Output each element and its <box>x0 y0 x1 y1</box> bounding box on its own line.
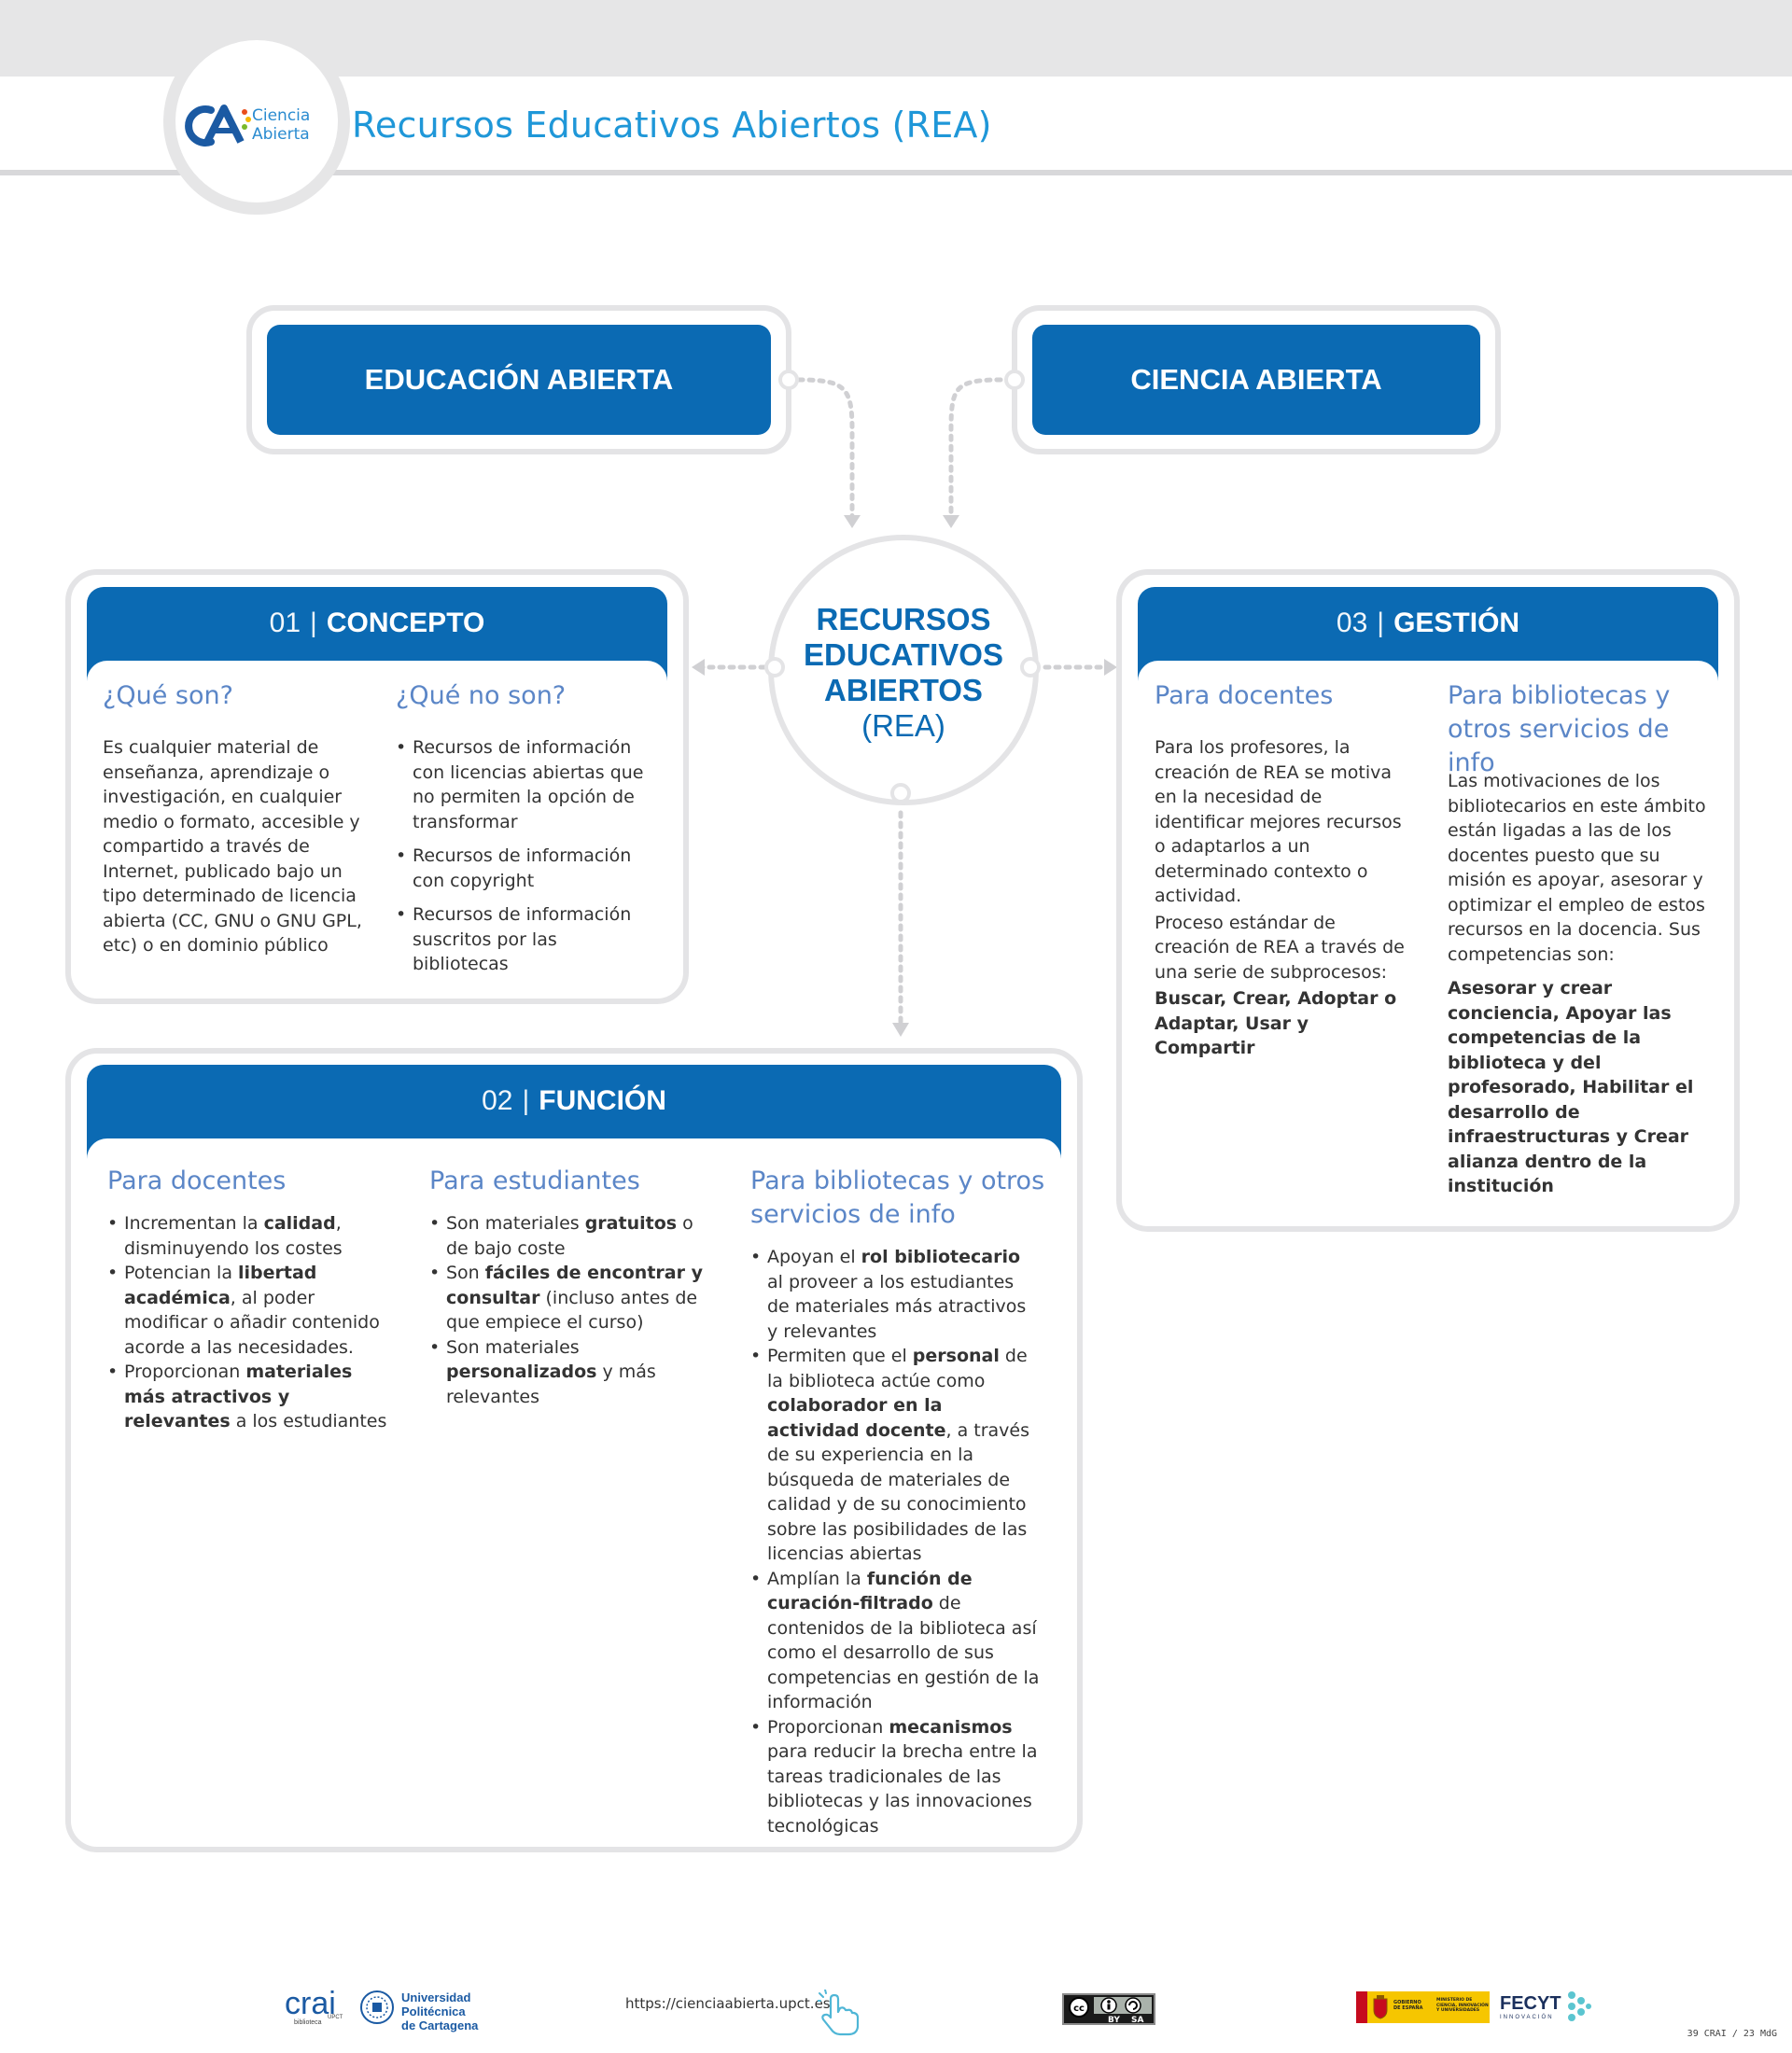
gestion-docentes-p2: Proceso estándar de creación de REA a tr… <box>1155 912 1405 983</box>
upct-name: Universidad Politécnica de Cartagena <box>401 1990 569 2032</box>
list-item: Incrementan la calidad, disminuyendo los… <box>107 1211 387 1261</box>
logo-word-1: Ciencia <box>252 106 311 125</box>
upct-line: de Cartagena <box>401 2018 479 2032</box>
crai-logo: crai biblioteca <box>285 1988 336 2026</box>
ministry-text: MINISTERIO DE CIENCIA, INNOVACIÓN Y UNIV… <box>1436 1998 1489 2013</box>
list-item: Proporcionan mecanismos para reducir la … <box>750 1715 1040 1839</box>
connector-node <box>764 657 785 677</box>
list-item: Recursos de información suscritos por la… <box>396 902 653 977</box>
que-no-son-list: Recursos de información con licencias ab… <box>396 735 653 977</box>
funcion-estudiantes-list: Son materiales gratuitos o de bajo coste… <box>429 1211 709 1409</box>
list-item: Permiten que el personal de la bibliotec… <box>750 1344 1040 1567</box>
logo-word-2: Abierta <box>252 125 310 144</box>
list-item: Amplían la función de curación-filtrado … <box>750 1567 1040 1715</box>
que-no-son-title: ¿Qué no son? <box>396 681 567 710</box>
list-item: Apoyan el rol bibliotecario al proveer a… <box>750 1245 1040 1344</box>
spain-coat-of-arms-icon <box>1373 1995 1388 2019</box>
logo-wordmark: Ciencia Abierta <box>252 106 310 144</box>
funcion-title: FUNCIÓN <box>539 1085 666 1116</box>
upct-seal-icon <box>360 1990 394 2024</box>
gov-text: GOBIERNO DE ESPAÑA <box>1393 2000 1423 2011</box>
gestion-bibliotecas-p2: Asesorar y crear conciencia, Apoyar las … <box>1448 978 1694 1196</box>
fecyt-dots-icon <box>1568 1991 1591 2021</box>
list-item: Son materiales gratuitos o de bajo coste <box>429 1211 709 1261</box>
cc-label-by: BY <box>1108 2016 1120 2025</box>
website-link[interactable]: https://cienciaabierta.upct.es <box>625 1995 831 2012</box>
fecyt-name: FECYT <box>1500 1993 1561 2014</box>
funcion-header-fold <box>87 1138 1061 1176</box>
rea-center-line: ABIERTOS <box>824 673 983 707</box>
connector-node <box>778 370 799 390</box>
gestion-docentes-text: Para los profesores, la creación de REA … <box>1155 735 1414 1061</box>
gestion-bibliotecas-title: Para bibliotecas y otros servicios de in… <box>1448 681 1671 777</box>
funcion-estudiantes-title: Para estudiantes <box>429 1166 640 1195</box>
gestion-separator: | <box>1377 608 1385 638</box>
page-title: Recursos Educativos Abiertos (REA) <box>352 105 992 146</box>
crai-logo-sub: biblioteca <box>294 2019 322 2026</box>
gestion-docentes-p1: Para los profesores, la creación de REA … <box>1155 737 1402 906</box>
rea-center-line: EDUCATIVOS <box>804 637 1003 672</box>
upct-line: Universidad <box>401 1990 471 2004</box>
funcion-bibliotecas-title: Para bibliotecas y otros servicios de in… <box>750 1166 1045 1229</box>
funcion-bibliotecas-list: Apoyan el rol bibliotecario al proveer a… <box>750 1245 1040 1838</box>
logo-disc <box>175 40 338 203</box>
fecyt-sub: INNOVACIÓN <box>1500 2015 1554 2020</box>
cc-by-sa-icon: cc BY SA <box>1062 1993 1155 2025</box>
list-item: Proporcionan materiales más atractivos y… <box>107 1360 387 1434</box>
connector-node <box>890 783 911 803</box>
concepto-header-fold <box>87 661 667 698</box>
list-item: Recursos de información con licencias ab… <box>396 735 653 834</box>
concepto-number: 01 <box>269 608 301 638</box>
gestion-docentes-title: Para docentes <box>1155 681 1334 710</box>
svg-text:cc: cc <box>1073 2004 1085 2014</box>
ciencia-abierta-logo-icon <box>185 105 251 147</box>
pointer-hand-icon <box>818 1990 860 2036</box>
gestion-title: GESTIÓN <box>1393 608 1520 638</box>
fecyt-logo: FECYT INNOVACIÓN <box>1500 1993 1561 2020</box>
funcion-docentes-list: Incrementan la calidad, disminuyendo los… <box>107 1211 387 1434</box>
connector-node <box>1020 657 1041 677</box>
poster-credit: 39 CRAI / 23 MdG <box>1687 2029 1777 2039</box>
gestion-header-fold <box>1138 661 1718 698</box>
ciencia-abierta-pill: CIENCIA ABIERTA <box>1032 325 1480 435</box>
flag-stripe <box>1356 1991 1367 2023</box>
funcion-separator: | <box>522 1085 530 1116</box>
crai-logo-tag: UPCT <box>328 2015 343 2020</box>
educacion-abierta-pill: EDUCACIÓN ABIERTA <box>267 325 771 435</box>
gestion-bibliotecas-text: Las motivaciones de los bibliotecarios e… <box>1448 769 1711 1199</box>
cc-symbols: cc <box>1069 1997 1152 2018</box>
cc-label-sa: SA <box>1131 2016 1144 2025</box>
upct-line: Politécnica <box>401 2004 466 2018</box>
list-item: Son fáciles de encontrar y consultar (in… <box>429 1261 709 1335</box>
government-logo: GOBIERNO DE ESPAÑA MINISTERIO DE CIENCIA… <box>1356 1991 1490 2023</box>
que-son-text: Es cualquier material de enseñanza, apre… <box>103 737 362 956</box>
gestion-docentes-p3: Buscar, Crear, Adoptar o Adaptar, Usar y… <box>1155 988 1397 1058</box>
que-son-title: ¿Qué son? <box>103 681 233 710</box>
list-item: Potencian la libertad académica, al pode… <box>107 1261 387 1360</box>
funcion-number: 02 <box>482 1085 513 1116</box>
list-item: Son materiales personalizados y más rele… <box>429 1335 709 1410</box>
concepto-title: CONCEPTO <box>326 608 485 638</box>
concepto-separator: | <box>310 608 317 638</box>
gestion-number: 03 <box>1336 608 1368 638</box>
list-item: Recursos de información con copyright <box>396 844 653 893</box>
header-rule <box>0 170 1792 175</box>
funcion-docentes-title: Para docentes <box>107 1166 287 1195</box>
rea-center-sub: (REA) <box>861 708 945 743</box>
rea-center-line: RECURSOS <box>816 602 991 636</box>
gestion-bibliotecas-p1: Las motivaciones de los bibliotecarios e… <box>1448 771 1706 965</box>
connector-node <box>1004 370 1025 390</box>
crai-logo-text: crai <box>285 1986 336 2021</box>
rea-center-label: RECURSOS EDUCATIVOS ABIERTOS (REA) <box>777 602 1029 744</box>
